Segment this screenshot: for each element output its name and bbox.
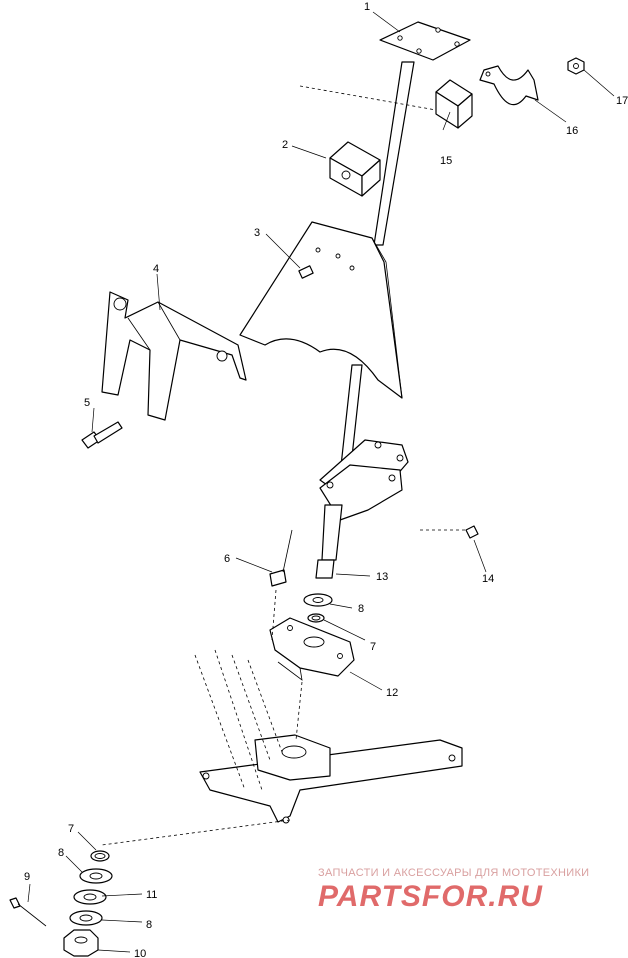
hex-bolt — [81, 421, 123, 449]
callout-10: 10 — [134, 948, 146, 958]
callout-8-upper: 8 — [358, 603, 364, 615]
callout-9: 9 — [24, 871, 30, 883]
u-clamp — [479, 65, 539, 106]
callout-11: 11 — [146, 889, 157, 901]
callout-17: 17 — [616, 95, 628, 107]
callout-15: 15 — [440, 155, 452, 167]
lower-washer — [69, 910, 103, 926]
upper-washer — [303, 593, 333, 607]
leader-lines — [27, 11, 615, 953]
handlebar-mount-plate — [379, 21, 471, 61]
callout-8-mid: 8 — [58, 847, 64, 859]
lower-o-ring — [90, 850, 110, 862]
frame-tubes-dashed — [194, 649, 283, 791]
callout-16: 16 — [566, 125, 578, 137]
watermark: ЗАПЧАСТИ И АКСЕССУАРЫ ДЛЯ МОТОТЕХНИКИ PA… — [318, 867, 589, 913]
callout-2: 2 — [282, 139, 288, 151]
callout-13: 13 — [376, 571, 388, 583]
bushing-half — [435, 79, 473, 129]
steering-bearing-block — [269, 617, 355, 681]
cotter-clip — [465, 525, 479, 539]
rubber-bushing-block — [329, 141, 381, 197]
small-bolt — [298, 265, 314, 279]
callout-7-upper: 7 — [370, 641, 376, 653]
lower-washer-upper — [79, 868, 113, 884]
callout-labels: 1 2 3 4 5 6 7 7 8 8 8 9 10 11 12 13 14 1… — [24, 1, 628, 958]
post-lower-shaft — [315, 504, 343, 579]
callout-5: 5 — [84, 397, 90, 409]
callout-3: 3 — [254, 227, 260, 239]
upper-o-ring — [307, 613, 325, 623]
hood-panel — [239, 221, 403, 399]
upper-cotter-pin — [269, 529, 293, 587]
callout-7-lower: 7 — [68, 823, 74, 835]
assembly-center-lines — [101, 85, 466, 846]
steering-bracket — [101, 291, 247, 421]
steering-post — [339, 61, 415, 476]
watermark-brand: PARTSFOR.RU — [318, 880, 543, 913]
spacer — [73, 889, 107, 905]
callout-14: 14 — [482, 573, 494, 585]
callout-12: 12 — [386, 687, 398, 699]
castle-nut — [63, 929, 99, 957]
nut — [567, 57, 585, 75]
lower-cotter-pin — [9, 897, 47, 927]
callout-6: 6 — [224, 553, 230, 565]
callout-1: 1 — [364, 1, 370, 13]
frame-crossmember — [199, 734, 463, 824]
watermark-tagline: ЗАПЧАСТИ И АКСЕССУАРЫ ДЛЯ МОТОТЕХНИКИ — [318, 867, 589, 879]
callout-4: 4 — [153, 263, 159, 275]
callout-8-lower: 8 — [146, 919, 152, 931]
